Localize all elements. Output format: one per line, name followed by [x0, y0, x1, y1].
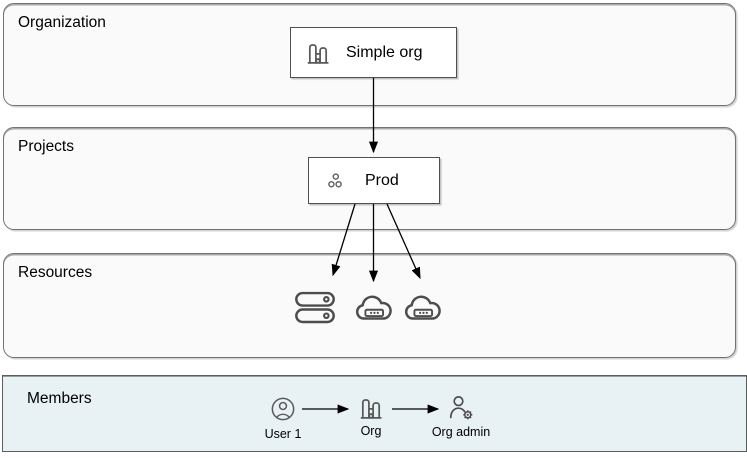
resource-cloud-vm-2: [403, 293, 443, 329]
resource-database: [294, 291, 336, 330]
member-org-label: Org: [360, 424, 382, 438]
member-org-admin-label: Org admin: [431, 425, 491, 439]
resource-cloud-vm-1: [354, 293, 394, 329]
cloud-vm-icon: [355, 295, 392, 320]
organization-building-icon: [307, 43, 329, 64]
section-members-label: Members: [27, 390, 92, 407]
section-members: Members: [2, 375, 747, 452]
section-resources: Resources: [3, 253, 736, 358]
section-projects-label: Projects: [18, 138, 74, 155]
member-user-label: User 1: [264, 427, 302, 441]
database-icon: [295, 291, 335, 324]
member-item-org-admin: Org admin: [411, 393, 511, 440]
section-resources-label: Resources: [18, 264, 93, 281]
member-item-org: Org: [321, 394, 421, 439]
org-node-label: Simple org: [346, 43, 423, 61]
admin-user-gear-icon: [449, 396, 473, 420]
project-node: Prod: [308, 157, 440, 204]
cloud-vm-icon: [404, 295, 441, 320]
project-node-label: Prod: [365, 171, 399, 189]
project-dots-icon: [328, 172, 342, 187]
user-icon: [271, 397, 295, 421]
organization-building-icon: [360, 399, 382, 419]
org-node: Simple org: [290, 27, 457, 78]
member-item-user: User 1: [233, 395, 333, 442]
section-organization-label: Organization: [18, 14, 106, 31]
